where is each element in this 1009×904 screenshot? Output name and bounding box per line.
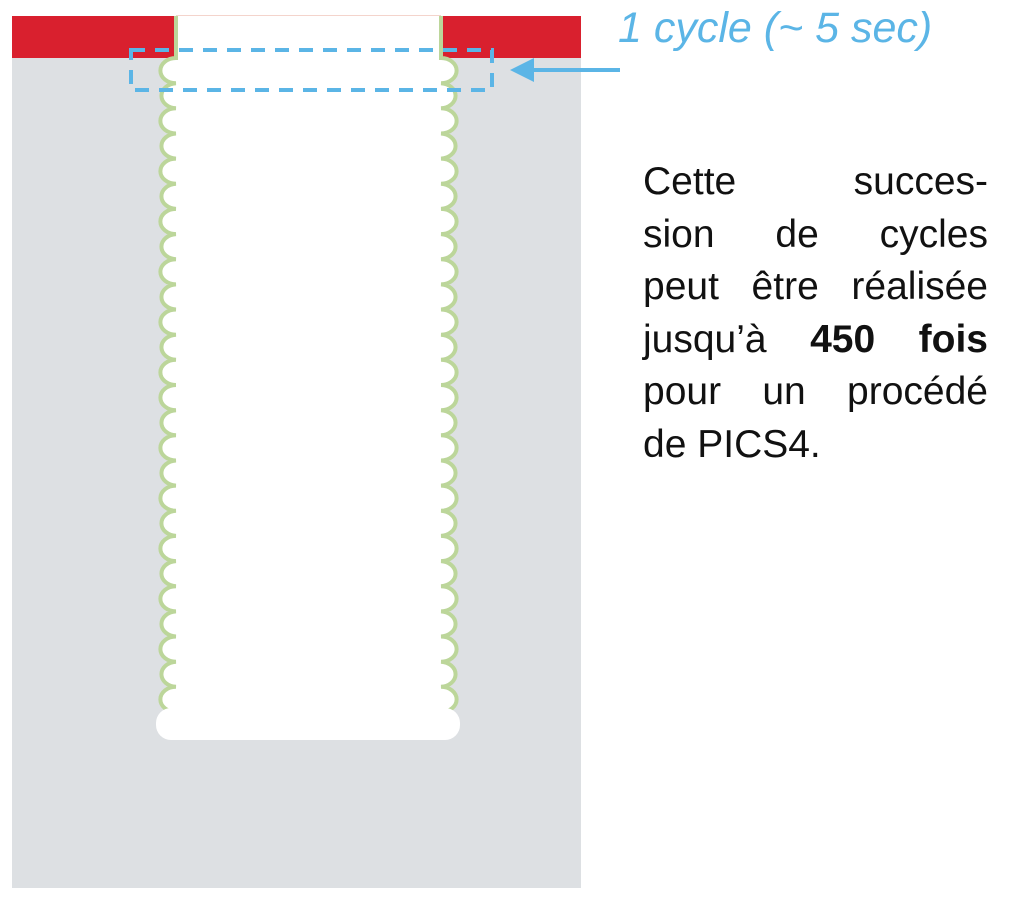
cycle-label: 1 cycle (~ 5 sec)	[618, 4, 933, 52]
cycle-count: 450 fois	[810, 317, 988, 361]
description-text: Cette succes- sion de cycles peut être r…	[643, 156, 988, 471]
desc-line: Cette succes-	[643, 160, 988, 203]
desc-line: sion de cycles	[643, 212, 988, 256]
desc-line: peut être réalisée	[643, 265, 988, 308]
mask-layer-left	[12, 16, 176, 58]
desc-line: de PICS4.	[643, 422, 821, 466]
desc-line: pour un procédé	[643, 370, 988, 413]
cycle-highlight-box	[129, 48, 494, 92]
desc-prefix: jusqu’à	[643, 317, 811, 361]
desc-line: jusqu’à 450 fois	[643, 314, 988, 367]
mask-layer-right	[441, 16, 581, 58]
trench-bottom	[156, 708, 460, 740]
arrow-icon	[510, 58, 534, 82]
etched-trench	[158, 16, 459, 714]
